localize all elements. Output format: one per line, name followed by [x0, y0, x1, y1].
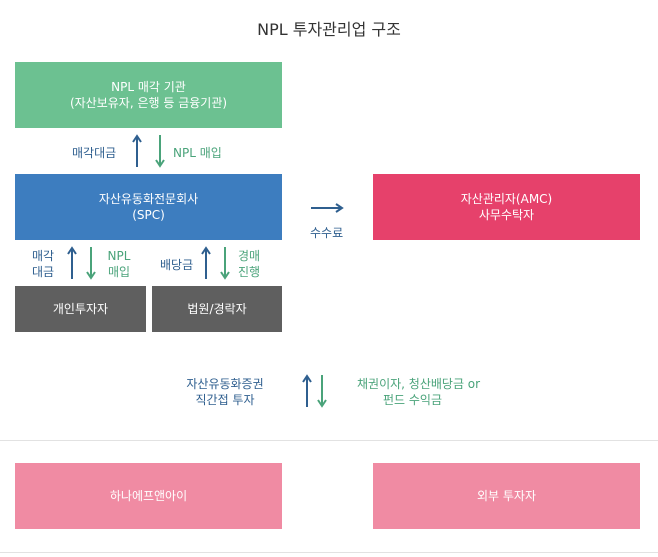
- npl-seller-box: NPL 매각 기관 (자산보유자, 은행 등 금융기관): [15, 62, 282, 128]
- individual-investor-label: 개인투자자: [52, 302, 109, 316]
- arrow-down-left-purchase: [86, 247, 96, 280]
- arrow-down-npl-purchase: [155, 135, 165, 168]
- arrow-right-fee: [311, 203, 344, 213]
- arrow-up-dividend: [201, 246, 211, 279]
- hana-fni-box: 하나에프앤아이: [15, 463, 282, 529]
- label-left-purchase-line1: NPL: [107, 249, 131, 263]
- label-left-sale-price: 매각 대금: [30, 248, 56, 280]
- external-investor-box: 외부 투자자: [373, 463, 640, 529]
- label-auction-line2: 진행: [237, 265, 261, 279]
- label-returns-line2: 펀드 수익금: [383, 393, 443, 407]
- spc-title: 자산유동화전문회사: [98, 192, 199, 206]
- label-direct-invest-line2: 직간접 투자: [195, 393, 255, 407]
- arrow-up-left-sale: [67, 246, 77, 279]
- npl-seller-subtitle: (자산보유자, 은행 등 금융기관): [69, 96, 228, 110]
- bottom-divider: [0, 552, 658, 553]
- amc-subtitle: 사무수탁자: [478, 208, 535, 222]
- court-label: 법원/경락자: [187, 302, 247, 316]
- arrow-up-sale-price: [132, 134, 142, 167]
- arrow-up-direct-invest: [302, 374, 312, 407]
- label-left-sale-line1: 매각: [31, 249, 55, 263]
- arrow-down-returns: [317, 375, 327, 408]
- label-auction: 경매 진행: [235, 248, 263, 280]
- label-direct-invest-line1: 자산유동화증권: [186, 377, 264, 391]
- label-returns-line1: 채권이자, 청산배당금 or: [357, 377, 481, 391]
- label-returns: 채권이자, 청산배당금 or 펀드 수익금: [357, 376, 497, 408]
- label-left-sale-line2: 대금: [31, 265, 55, 279]
- label-sale-price: 매각대금: [72, 146, 117, 160]
- amc-title: 자산관리자(AMC): [460, 192, 553, 206]
- spc-box: 자산유동화전문회사 (SPC): [15, 174, 282, 240]
- label-direct-invest: 자산유동화증권 직간접 투자: [170, 376, 280, 408]
- hana-fni-label: 하나에프앤아이: [109, 489, 188, 503]
- label-left-npl-purchase: NPL 매입: [104, 248, 134, 280]
- divider-line: [0, 440, 658, 441]
- arrow-down-auction: [220, 247, 230, 280]
- label-fee: 수수료: [310, 226, 344, 240]
- npl-seller-title: NPL 매각 기관: [111, 80, 186, 94]
- label-npl-purchase: NPL 매입: [173, 146, 222, 160]
- diagram-title: NPL 투자관리업 구조: [257, 20, 401, 39]
- external-investor-label: 외부 투자자: [476, 489, 536, 503]
- label-auction-line1: 경매: [237, 249, 261, 263]
- individual-investor-box: 개인투자자: [15, 286, 146, 332]
- court-box: 법원/경락자: [152, 286, 282, 332]
- label-left-purchase-line2: 매입: [107, 265, 131, 279]
- spc-subtitle: (SPC): [132, 208, 165, 222]
- label-dividend: 배당금: [160, 258, 194, 272]
- amc-box: 자산관리자(AMC) 사무수탁자: [373, 174, 640, 240]
